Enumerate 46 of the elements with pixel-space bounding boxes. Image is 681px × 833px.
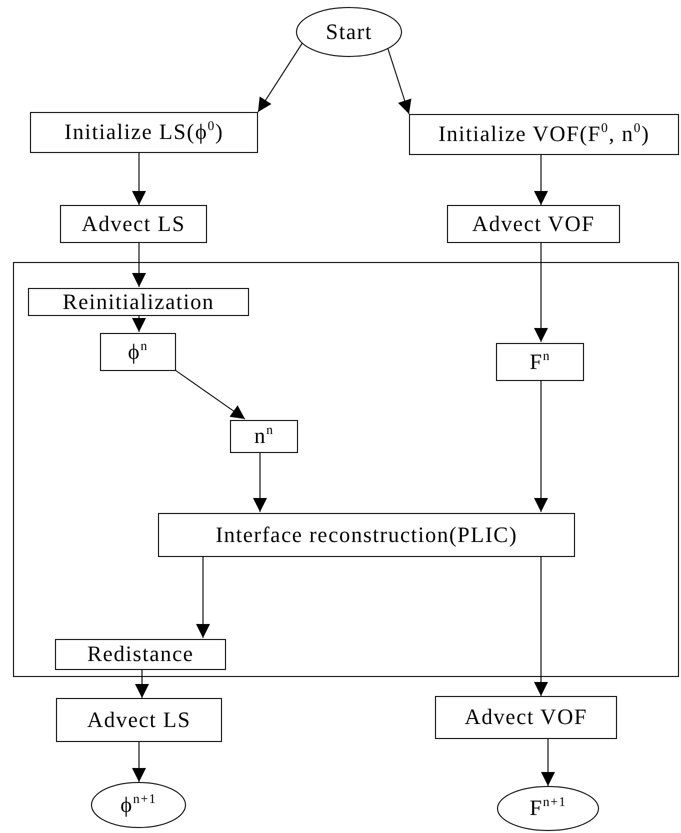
node-label: Initialize VOF(F$^{0}$, n$^{0}$) [438, 122, 650, 147]
arrow [132, 152, 146, 206]
process-box [158, 513, 575, 557]
node-label: n$^{n}$ [254, 424, 274, 449]
arrow [132, 242, 146, 288]
arrow [388, 48, 412, 114]
process-box [56, 698, 222, 742]
node-label: ϕ$^{n+1}$ [120, 792, 157, 818]
arrow [253, 452, 267, 512]
process-box [30, 112, 258, 153]
node-label: Start [326, 20, 372, 44]
node-label: Advect VOF [464, 705, 588, 730]
loop-frame [13, 262, 679, 677]
node-label: Interface reconstruction(PLIC) [216, 522, 518, 548]
process-box [409, 114, 679, 155]
node-label: Redistance [87, 642, 194, 667]
terminal-oval [497, 786, 599, 831]
node-label: Advect VOF [472, 212, 595, 236]
process-box [28, 288, 249, 316]
arrow [534, 154, 548, 206]
node-label: Advect LS [82, 212, 186, 236]
arrow [534, 380, 548, 512]
arrow [174, 370, 246, 420]
terminal-oval [91, 782, 186, 828]
node-label: Reinitialization [62, 290, 214, 314]
node-label: Advect LS [87, 708, 191, 732]
node-label: ϕ$^{n}$ [128, 340, 148, 364]
process-box [100, 333, 176, 371]
arrow [196, 556, 210, 638]
arrow [258, 43, 302, 112]
process-box [435, 696, 617, 739]
process-box [496, 343, 584, 381]
node-label: F$^{n}$ [530, 350, 550, 374]
arrow [541, 738, 555, 786]
arrow [132, 742, 146, 782]
arrow [135, 668, 149, 698]
arrow [534, 242, 548, 342]
node-label: Initialize LS(ϕ$^{0}$) [64, 120, 224, 145]
node-label: F$^{n+1}$ [530, 796, 566, 821]
arrow [534, 556, 548, 696]
arrow [132, 314, 146, 332]
process-box [55, 639, 226, 670]
process-box [447, 205, 620, 243]
process-box [230, 420, 298, 453]
terminal-oval [296, 7, 402, 57]
process-box [60, 205, 207, 243]
